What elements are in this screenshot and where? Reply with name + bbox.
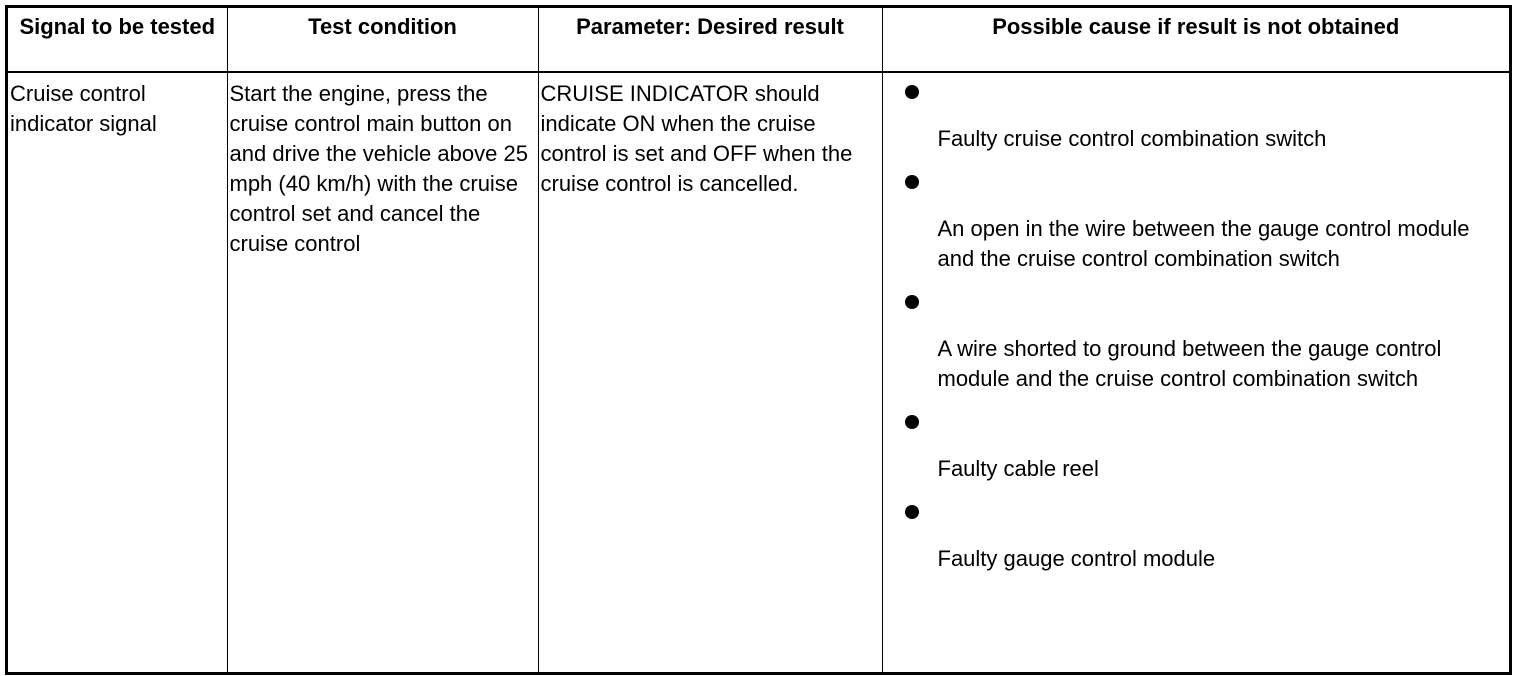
bullet-icon	[904, 295, 919, 309]
bullet-icon	[904, 175, 919, 189]
cause-text: Faulty cable reel	[937, 456, 1099, 481]
header-possible-cause: Possible cause if result is not obtained	[881, 8, 1509, 73]
cause-item: Faulty cruise control combination switch	[904, 79, 1508, 169]
cell-signal: Cruise control indicator signal	[8, 71, 228, 672]
table-row: Cruise control indicator signal Start th…	[8, 71, 1509, 672]
bullet-icon	[904, 85, 919, 99]
header-parameter: Parameter: Desired result	[537, 8, 883, 73]
cause-text: Faulty gauge control module	[937, 546, 1216, 571]
cause-text: Faulty cruise control combination switch	[937, 126, 1327, 151]
header-row: Signal to be tested Test condition Param…	[8, 8, 1509, 73]
header-test-condition: Test condition	[226, 8, 539, 73]
cause-text: A wire shorted to ground between the gau…	[937, 336, 1442, 391]
diagnostic-table-frame: Signal to be tested Test condition Param…	[5, 5, 1512, 675]
header-signal: Signal to be tested	[8, 8, 228, 73]
cause-item: An open in the wire between the gauge co…	[904, 169, 1508, 289]
cell-possible-causes: Faulty cruise control combination switch…	[881, 71, 1509, 672]
cause-item: Faulty gauge control module	[904, 499, 1508, 589]
diagnostic-table: Signal to be tested Test condition Param…	[8, 8, 1509, 672]
cause-list: Faulty cruise control combination switch…	[885, 79, 1508, 589]
cell-parameter: CRUISE INDICATOR should indicate ON when…	[537, 71, 883, 672]
cell-test-condition: Start the engine, press the cruise contr…	[226, 71, 539, 672]
bullet-icon	[904, 505, 919, 519]
cause-item: Faulty cable reel	[904, 409, 1508, 499]
cause-text: An open in the wire between the gauge co…	[937, 216, 1470, 271]
bullet-icon	[904, 415, 919, 429]
cause-item: A wire shorted to ground between the gau…	[904, 289, 1508, 409]
